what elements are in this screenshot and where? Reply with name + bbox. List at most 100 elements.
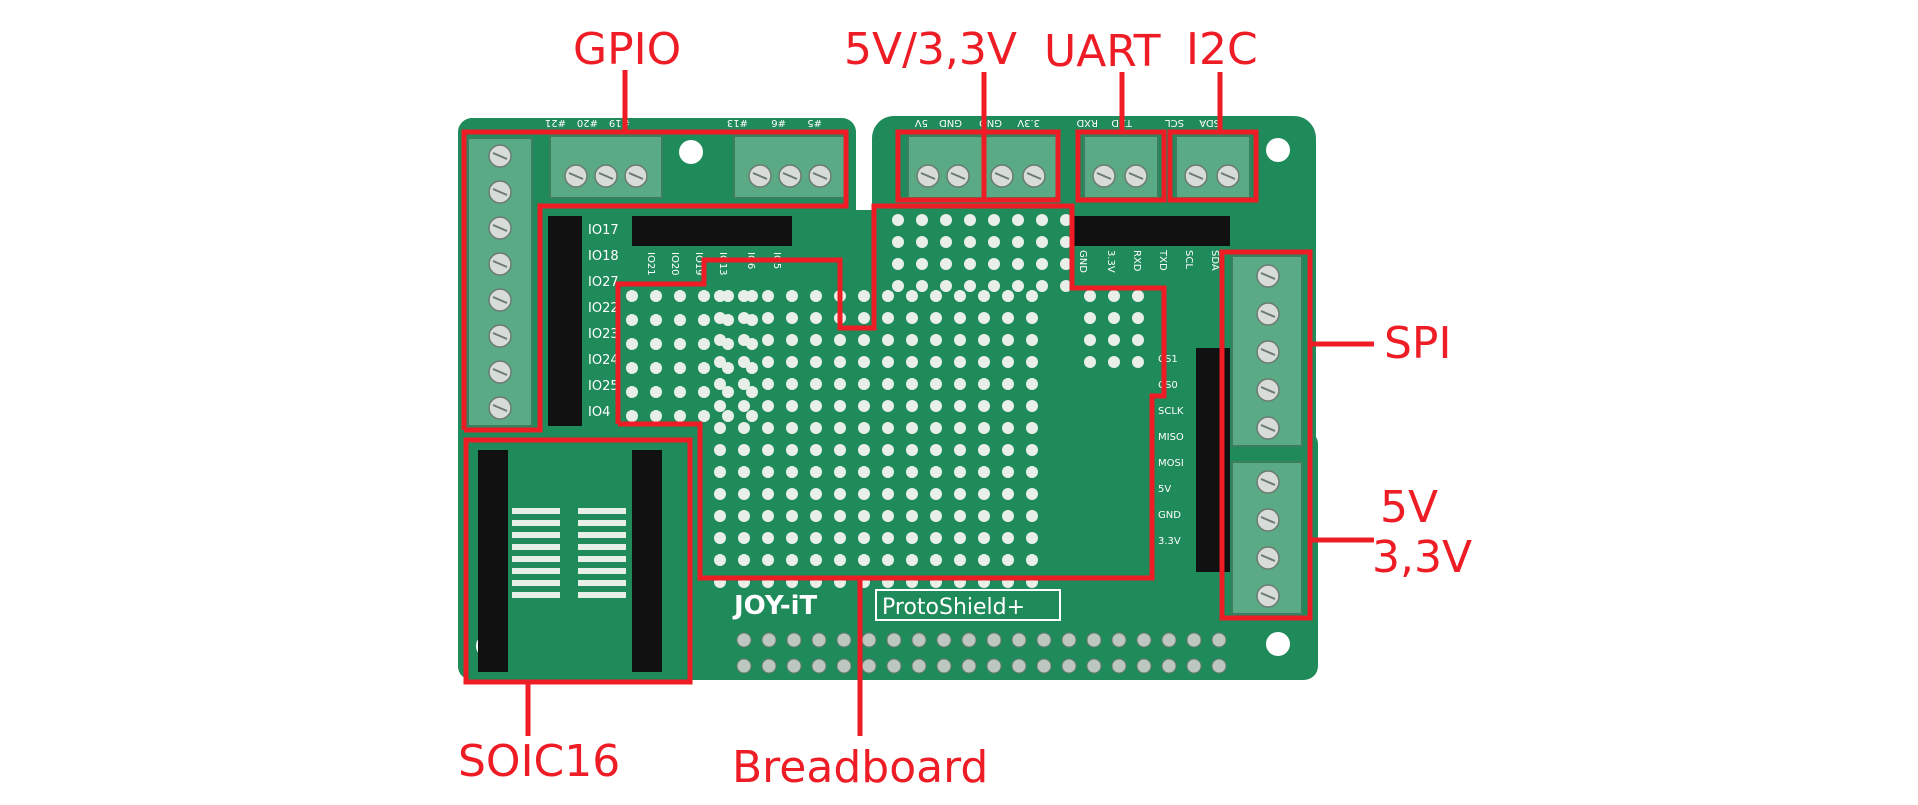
proto-hole (1036, 236, 1048, 248)
proto-hole (746, 386, 758, 398)
soic-pad (578, 520, 626, 526)
proto-hole (786, 422, 798, 434)
breadboard-outline (615, 203, 1167, 581)
proto-hole (650, 362, 662, 374)
proto-hole (906, 466, 918, 478)
proto-hole (1012, 214, 1024, 226)
screw-slot (1260, 424, 1276, 432)
soic-pad (578, 568, 626, 574)
proto-hole (882, 532, 894, 544)
soic-pad (578, 592, 626, 598)
proto-hole (786, 400, 798, 412)
proto-hole (906, 444, 918, 456)
gpio-hole (1211, 658, 1227, 674)
header-label: IO22 (588, 301, 619, 316)
header-label: SDA (1209, 250, 1220, 271)
header-label: CS1 (1158, 354, 1178, 365)
proto-hole (834, 400, 846, 412)
proto-hole (882, 466, 894, 478)
gpio-hole (1086, 632, 1102, 648)
left-header-labels: IO17 IO18 IO27 IO22 IO23 IO24 IO25 IO4 (588, 223, 619, 420)
gpio-hole (1011, 632, 1027, 648)
gpio-hole (1211, 632, 1227, 648)
proto-hole (834, 488, 846, 500)
proto-hole (930, 290, 942, 302)
proto-hole (762, 488, 774, 500)
screw-slot (1260, 272, 1276, 280)
proto-hole (988, 236, 1000, 248)
proto-hole (906, 356, 918, 368)
proto-hole (722, 386, 734, 398)
proto-hole (762, 422, 774, 434)
proto-hole (978, 422, 990, 434)
proto-hole (930, 444, 942, 456)
screw-slot (598, 172, 614, 180)
screw-slot (950, 172, 966, 180)
proto-hole (916, 280, 928, 292)
soic16-pads (512, 508, 626, 598)
proto-hole (1002, 378, 1014, 390)
proto-hole (810, 290, 822, 302)
proto-hole (906, 510, 918, 522)
proto-hole (882, 356, 894, 368)
proto-hole (834, 334, 846, 346)
proto-hole (858, 422, 870, 434)
proto-hole (1002, 290, 1014, 302)
proto-hole (674, 338, 686, 350)
screw-slot (1260, 516, 1276, 524)
proto-hole (810, 488, 822, 500)
proto-hole (1060, 258, 1072, 270)
proto-hole (674, 314, 686, 326)
proto-hole (1002, 532, 1014, 544)
gpio-hole (986, 658, 1002, 674)
proto-hole (906, 554, 918, 566)
proto-hole (626, 338, 638, 350)
gpio-hole (811, 632, 827, 648)
header-label: IO13 (717, 252, 728, 276)
proto-hole (1002, 510, 1014, 522)
proto-hole (964, 258, 976, 270)
proto-hole (906, 312, 918, 324)
proto-hole (858, 334, 870, 346)
proto-hole (810, 444, 822, 456)
proto-hole (954, 400, 966, 412)
screw-slot (628, 172, 644, 180)
proto-hole (882, 400, 894, 412)
callout-spi: SPI (1384, 318, 1451, 369)
proto-hole (954, 510, 966, 522)
proto-hole (1036, 280, 1048, 292)
soic-pad (578, 508, 626, 514)
proto-hole (930, 466, 942, 478)
proto-hole (738, 466, 750, 478)
soic-pad (512, 568, 560, 574)
proto-hole (762, 312, 774, 324)
proto-hole (858, 466, 870, 478)
proto-hole (1026, 554, 1038, 566)
proto-hole (858, 378, 870, 390)
header-label: IO23 (588, 327, 619, 342)
proto-hole (1026, 378, 1038, 390)
proto-hole (1002, 466, 1014, 478)
proto-hole (892, 236, 904, 248)
proto-hole (906, 488, 918, 500)
proto-hole (978, 444, 990, 456)
header-label: CS0 (1158, 380, 1178, 391)
pin-label: SDA (1199, 117, 1220, 128)
proto-hole (762, 356, 774, 368)
proto-hole (978, 378, 990, 390)
proto-hole (916, 258, 928, 270)
screw-slot (492, 332, 508, 340)
proto-hole (698, 290, 710, 302)
screw-slot (1260, 348, 1276, 356)
proto-hole (674, 410, 686, 422)
proto-hole (882, 334, 894, 346)
proto-hole (882, 312, 894, 324)
proto-hole (738, 378, 750, 390)
proto-hole (762, 378, 774, 390)
header-label: IO21 (645, 252, 656, 276)
gpio-hole (986, 632, 1002, 648)
proto-hole (930, 356, 942, 368)
proto-hole (940, 258, 952, 270)
proto-hole (988, 280, 1000, 292)
